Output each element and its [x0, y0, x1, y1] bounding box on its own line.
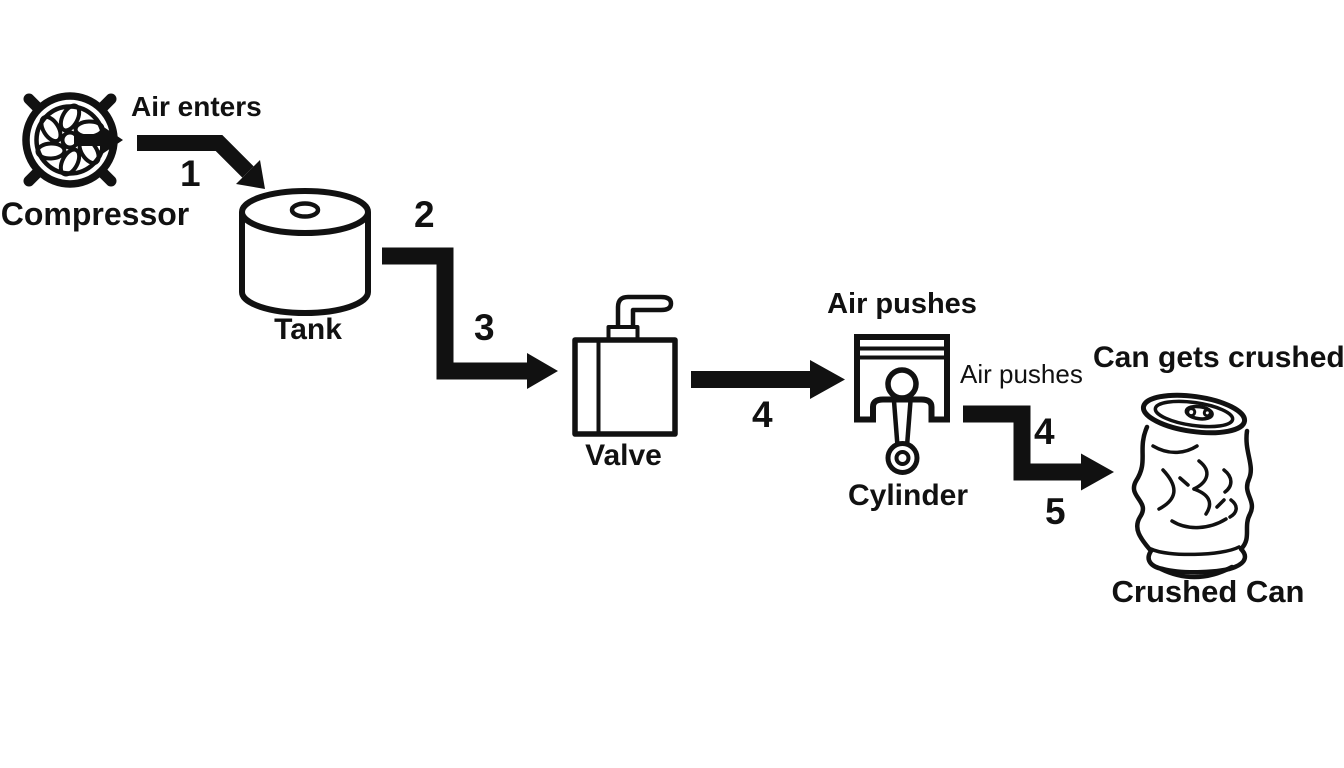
tank-label: Tank [274, 313, 342, 346]
valve-label: Valve [585, 439, 662, 472]
flow-arrow-4 [691, 360, 845, 399]
flow-arrow-1 [137, 135, 265, 189]
fan-outlet-arrow-icon [74, 124, 123, 156]
flow-arrow-4-5 [963, 405, 1114, 491]
step-number-3: 3 [474, 307, 495, 348]
cylinder-label: Cylinder [848, 479, 969, 512]
fan-icon [22, 92, 123, 188]
piston-icon [854, 334, 950, 475]
air-pushes-output-label: Air pushes [960, 359, 1083, 389]
step-number-2: 2 [414, 194, 435, 235]
compressor-label: Compressor [0, 196, 190, 232]
flow-arrow-2-3 [382, 247, 558, 389]
step-number-4: 4 [752, 394, 773, 435]
valve-icon [572, 294, 678, 437]
air-enters-label: Air enters [131, 91, 262, 122]
step-number-5: 5 [1045, 491, 1066, 532]
step-number-4b: 4 [1034, 411, 1055, 452]
air-pushes-cylinder-label: Air pushes [827, 288, 977, 320]
can-gets-crushed-label: Can gets crushed [1093, 341, 1344, 374]
step-number-1: 1 [180, 153, 201, 194]
crushed-can-icon [1131, 392, 1255, 580]
crushed-can-label: Crushed Can [1111, 574, 1305, 609]
tank-icon [239, 188, 371, 316]
